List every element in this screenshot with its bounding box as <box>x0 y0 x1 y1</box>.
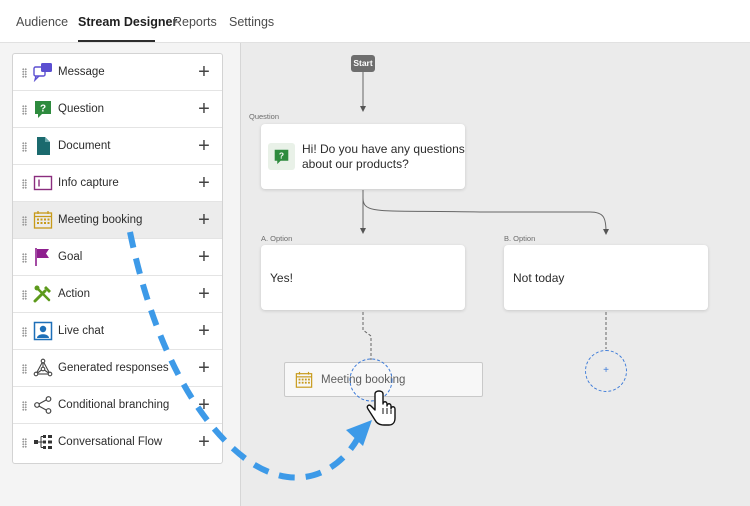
question-text-line1: Hi! Do you have any questions <box>302 142 465 156</box>
add-icon[interactable]: + <box>198 320 210 342</box>
drag-handle-icon[interactable] <box>22 68 27 78</box>
option-a-caption: A. Option <box>261 234 293 243</box>
drag-arrow-head <box>346 420 372 446</box>
palette-item-label: Conditional branching <box>58 399 170 411</box>
branching-icon <box>34 396 52 414</box>
drop-target-circle <box>349 358 393 402</box>
calendar-icon <box>33 211 53 229</box>
svg-text:?: ? <box>40 104 46 115</box>
drag-handle-icon[interactable] <box>22 290 27 300</box>
add-icon[interactable]: + <box>198 246 210 268</box>
live-chat-icon <box>33 321 53 341</box>
flag-icon <box>35 248 49 266</box>
palette-item-label: Live chat <box>58 325 105 337</box>
add-icon[interactable]: + <box>198 357 210 379</box>
option-a-text: Yes! <box>270 271 293 285</box>
palette-item-conversational-flow[interactable]: Conversational Flow + <box>13 424 222 461</box>
palette-item-meeting-booking[interactable]: Meeting booking + <box>13 202 222 239</box>
add-icon[interactable]: + <box>198 431 210 453</box>
top-navigation: Audience Stream Designer Reports Setting… <box>0 0 750 43</box>
palette-item-info-capture[interactable]: Info capture + <box>13 165 222 202</box>
add-icon[interactable]: + <box>198 283 210 305</box>
palette-item-label: Action <box>58 288 90 300</box>
add-icon[interactable]: + <box>198 209 210 231</box>
tab-reports[interactable]: Reports <box>173 15 217 29</box>
info-capture-icon <box>33 175 53 191</box>
option-b-node[interactable]: Not today <box>504 245 708 310</box>
drag-handle-icon[interactable] <box>22 179 27 189</box>
option-a-node[interactable]: Yes! <box>261 245 465 310</box>
tools-icon <box>33 285 51 303</box>
palette-item-label: Meeting booking <box>58 214 143 226</box>
palette-item-document[interactable]: Document + <box>13 128 222 165</box>
drag-handle-icon[interactable] <box>22 216 27 226</box>
drag-handle-icon[interactable] <box>22 438 27 448</box>
add-icon[interactable]: + <box>198 61 210 83</box>
tab-stream-designer[interactable]: Stream Designer <box>78 15 178 29</box>
palette-item-label: Question <box>58 103 105 115</box>
palette-item-conditional-branching[interactable]: Conditional branching + <box>13 387 222 424</box>
drag-handle-icon[interactable] <box>22 401 27 411</box>
add-icon[interactable]: + <box>198 394 210 416</box>
message-icon <box>33 63 52 82</box>
question-text-line2: about our products? <box>302 157 409 171</box>
option-b-connector <box>362 197 609 235</box>
tab-audience[interactable]: Audience <box>16 15 69 29</box>
palette-item-label: Info capture <box>58 177 119 189</box>
question-node[interactable]: ? Hi! Do you have any questions about ou… <box>261 124 465 189</box>
palette-item-action[interactable]: Action + <box>13 276 222 313</box>
drag-handle-icon[interactable] <box>22 327 27 337</box>
palette-item-generated-responses[interactable]: Generated responses + <box>13 350 222 387</box>
question-node-caption: Question <box>249 112 280 121</box>
palette-item-label: Generated responses <box>58 362 169 374</box>
drag-handle-icon[interactable] <box>22 142 27 152</box>
palette-item-live-chat[interactable]: Live chat + <box>13 313 222 350</box>
svg-text:?: ? <box>279 151 284 161</box>
question-icon: ? <box>35 101 51 118</box>
generated-responses-icon <box>33 358 53 377</box>
palette-item-message[interactable]: Message + <box>13 54 222 91</box>
palette-item-question[interactable]: ? Question + <box>13 91 222 128</box>
hand-cursor-icon <box>366 390 396 426</box>
calendar-icon <box>295 371 313 388</box>
option-b-text: Not today <box>513 271 565 285</box>
question-icon: ? <box>274 149 289 165</box>
tab-settings[interactable]: Settings <box>229 15 275 29</box>
option-b-caption: B. Option <box>504 234 536 243</box>
drag-handle-icon[interactable] <box>22 253 27 263</box>
flow-icon <box>34 435 52 449</box>
palette-item-label: Conversational Flow <box>58 436 163 448</box>
active-tab-indicator <box>78 40 155 42</box>
document-icon <box>37 137 50 155</box>
add-icon[interactable]: + <box>198 135 210 157</box>
palette-item-label: Message <box>58 66 105 78</box>
add-icon[interactable]: + <box>198 98 210 120</box>
palette-item-label: Document <box>58 140 111 152</box>
option-a-dashed-connector <box>362 312 372 360</box>
question-node-icon-wrap: ? <box>268 143 295 170</box>
add-node-button[interactable]: + <box>585 350 627 392</box>
drag-handle-icon[interactable] <box>22 364 27 374</box>
palette-item-label: Goal <box>58 251 83 263</box>
drag-arrow <box>127 231 361 481</box>
palette-item-goal[interactable]: Goal + <box>13 239 222 276</box>
add-icon[interactable]: + <box>198 172 210 194</box>
dragged-item-label: Meeting booking <box>321 374 406 386</box>
start-node[interactable]: Start <box>351 55 375 72</box>
drag-handle-icon[interactable] <box>22 105 27 115</box>
